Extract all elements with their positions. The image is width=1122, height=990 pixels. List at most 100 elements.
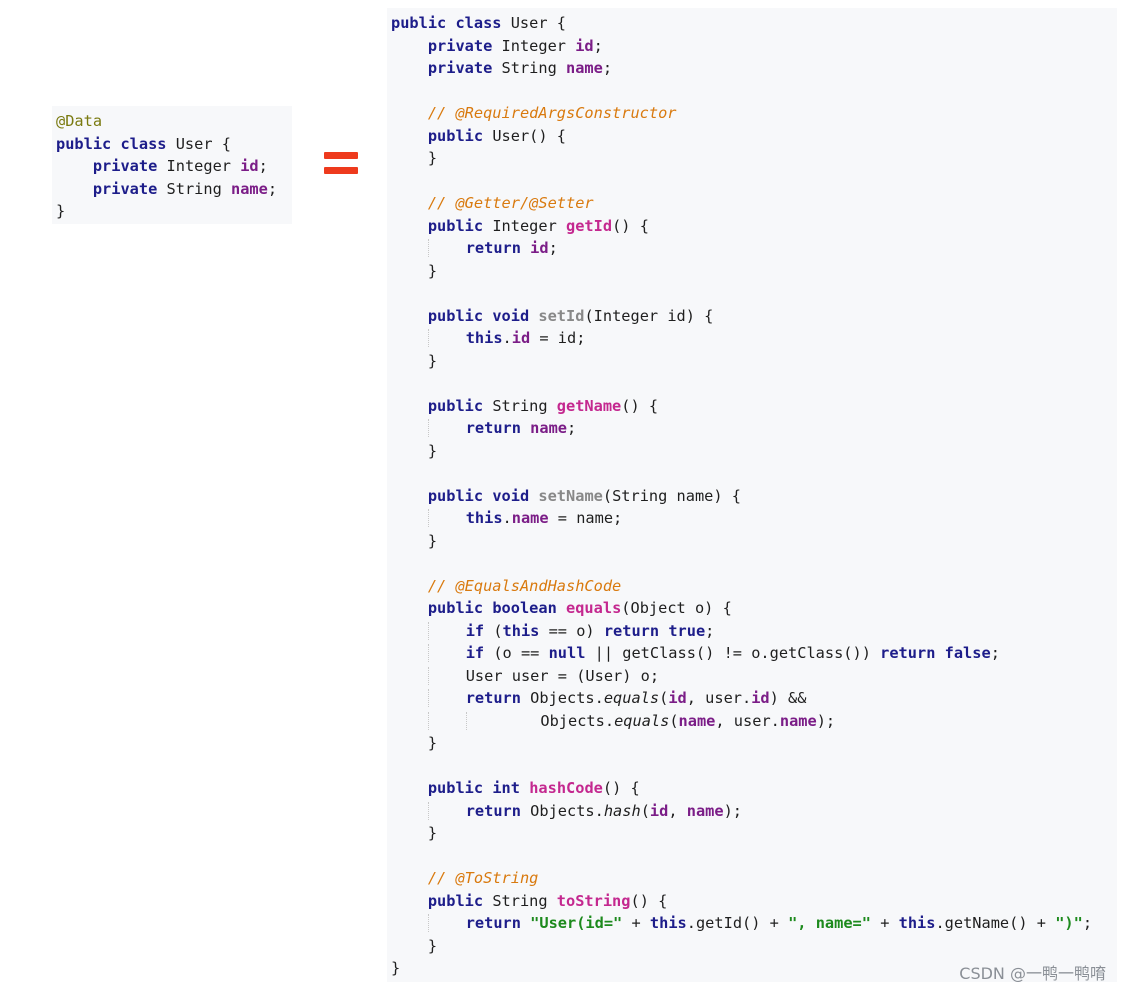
code-text: ) && [769, 689, 807, 707]
code-line: private Integer id; [391, 35, 1117, 58]
code-text: Objects. [540, 711, 615, 730]
equals-bar-top [324, 152, 358, 159]
code-text: String [492, 59, 566, 77]
field-name: name [678, 711, 716, 730]
keyword: this [898, 914, 936, 932]
keyword: public [427, 306, 484, 325]
keyword: public [427, 599, 484, 617]
keyword: boolean [492, 599, 557, 617]
keyword: public [427, 486, 484, 505]
blank-line [391, 462, 1117, 485]
keyword: private [92, 179, 158, 198]
code-text: Objects. [520, 689, 604, 707]
code-text: } [427, 936, 438, 955]
code-line: } [391, 822, 1117, 845]
code-text: () { [602, 779, 640, 797]
code-text: ; [548, 239, 558, 257]
method-name: getId [566, 216, 613, 235]
code-line: private String name; [56, 178, 292, 201]
method-name: equals [566, 599, 622, 617]
code-text: User user = (User) o; [465, 666, 660, 685]
method-name: setId [538, 306, 585, 325]
keyword: public [427, 779, 484, 797]
field-id: id [511, 329, 531, 347]
code-line: // @RequiredArgsConstructor [391, 102, 1117, 125]
code-text: Integer [157, 157, 241, 175]
code-text: + [760, 914, 789, 932]
static-call: equals [614, 711, 670, 730]
code-text: ; [593, 36, 603, 55]
keyword: return [465, 689, 521, 707]
code-text: ); [723, 801, 743, 820]
code-text: User { [501, 14, 566, 32]
code-text: ; [267, 179, 278, 198]
code-text: ; [258, 157, 268, 175]
code-line: return Objects.hash(id, name); [391, 800, 1117, 823]
code-line: this.name = name; [391, 507, 1117, 530]
code-text: Integer [492, 36, 576, 55]
keyword: private [92, 157, 158, 175]
code-text: (o == [484, 644, 549, 662]
code-text: || getClass() != o.getClass()) [585, 644, 881, 662]
code-line: // @ToString [391, 867, 1117, 890]
code-line: Objects.equals(name, user.name); [391, 710, 1117, 733]
code-line: } [56, 200, 292, 223]
blank-line [391, 282, 1117, 305]
code-line: private Integer id; [56, 155, 292, 178]
code-line: User user = (User) o; [391, 665, 1117, 688]
code-text: ; [602, 59, 613, 77]
code-text: (Object o) { [621, 599, 732, 617]
string-literal: "User(id=" [530, 914, 623, 932]
code-text: String [483, 891, 557, 910]
method-name: toString [556, 891, 631, 910]
code-line: // @EqualsAndHashCode [391, 575, 1117, 598]
code-text: User() { [483, 126, 566, 145]
keyword: return [465, 239, 521, 257]
keyword: public class [56, 134, 167, 153]
code-text: , user. [686, 689, 752, 707]
lombok-snippet-panel: @Data public class User { private Intege… [52, 106, 292, 224]
code-text: . [502, 509, 512, 527]
code-line: return "User(id=" + this.getId() + ", na… [391, 912, 1117, 935]
code-text: (String name) { [602, 486, 742, 505]
code-text: + [1027, 914, 1056, 932]
code-line: public void setId(Integer id) { [391, 305, 1117, 328]
code-line: public void setName(String name) { [391, 485, 1117, 508]
keyword: this [465, 329, 503, 347]
field-name: name [779, 711, 817, 730]
field-name: name [511, 509, 549, 527]
code-text: Integer [483, 216, 566, 235]
comment: // @RequiredArgsConstructor [427, 104, 677, 122]
code-text: .getName() [935, 914, 1028, 932]
code-text: } [427, 441, 438, 460]
code-line: public Integer getId() { [391, 215, 1117, 238]
code-line: } [391, 935, 1117, 958]
code-text: + [870, 914, 899, 932]
code-text: , [668, 801, 687, 820]
code-line: } [391, 530, 1117, 553]
keyword: int [492, 779, 520, 797]
keyword: private [427, 36, 493, 55]
equals-bar-bottom [324, 167, 358, 174]
field-id: id [751, 689, 770, 707]
code-text: ( [669, 711, 679, 730]
code-text: = name; [548, 509, 623, 527]
field-name: name [686, 801, 724, 820]
code-line: public class User { [391, 12, 1117, 35]
code-text: } [427, 261, 438, 280]
code-text: ; [705, 621, 715, 640]
string-literal: ")" [1055, 914, 1083, 932]
code-line: public String toString() { [391, 890, 1117, 913]
code-line: if (this == o) return true; [391, 620, 1117, 643]
field-id: id [575, 36, 594, 55]
code-text: , user. [715, 711, 780, 730]
code-text: } [427, 734, 438, 752]
code-text: } [427, 824, 438, 842]
code-text: () { [612, 216, 649, 235]
method-name: hashCode [529, 779, 603, 797]
keyword: return [465, 914, 521, 932]
code-text: == o) [539, 621, 604, 640]
code-text: ( [640, 801, 650, 820]
keyword: void [492, 486, 530, 505]
string-literal: ", name=" [788, 914, 871, 932]
